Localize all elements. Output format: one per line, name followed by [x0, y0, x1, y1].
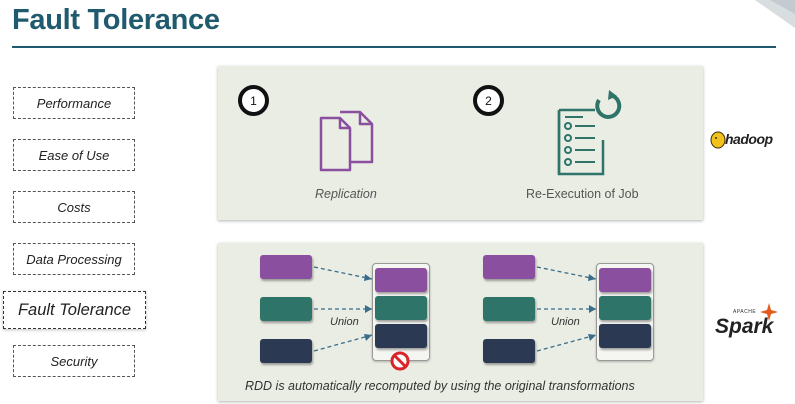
sidebar-item-costs[interactable]: Costs [13, 191, 135, 223]
step-number-2: 2 [473, 85, 504, 116]
spark-logo-text: Spark [715, 315, 774, 338]
union-partition-3-lost [375, 324, 427, 348]
hadoop-panel [218, 66, 703, 220]
rdd-partition-source-3 [260, 339, 312, 363]
title-divider [12, 46, 776, 48]
sidebar-item-performance[interactable]: Performance [13, 87, 135, 119]
rdd-partition-source-1-recomputed [483, 255, 535, 279]
error-prohibited-icon [390, 351, 410, 371]
checklist-refresh-icon [557, 90, 622, 176]
step-number-1: 1 [238, 85, 269, 116]
union-partition-2 [375, 296, 427, 320]
sidebar-item-data-processing[interactable]: Data Processing [13, 243, 135, 275]
sidebar-item-fault-tolerance[interactable]: Fault Tolerance [3, 291, 146, 329]
rdd-connectors [313, 266, 597, 352]
sidebar-item-security[interactable]: Security [13, 345, 135, 377]
union-partition-3-recomputed [599, 324, 651, 348]
spark-star-icon [760, 303, 778, 321]
sidebar-item-ease-of-use[interactable]: Ease of Use [13, 139, 135, 171]
union-partition-2-recomputed [599, 296, 651, 320]
union-label: Union [330, 316, 359, 328]
hadoop-elephant-logo [710, 131, 726, 149]
hadoop-logo-text: hadoop [725, 131, 773, 147]
copy-documents-icon [319, 110, 374, 172]
rdd-partition-source-1 [260, 255, 312, 279]
union-partition-1-recomputed [599, 268, 651, 292]
rdd-recompute-caption: RDD is automatically recomputed by using… [245, 379, 635, 393]
page-title: Fault Tolerance [12, 4, 220, 36]
rdd-partition-source-2-recomputed [483, 297, 535, 321]
rdd-partition-source-2 [260, 297, 312, 321]
union-label-recomputed: Union [551, 316, 580, 328]
rdd-partition-source-3-recomputed [483, 339, 535, 363]
replication-label: Replication [315, 187, 377, 201]
corner-decoration [755, 0, 795, 28]
re-execution-label: Re-Execution of Job [526, 187, 639, 201]
spark-logo-small-text: APACHE [733, 309, 757, 315]
union-partition-1 [375, 268, 427, 292]
